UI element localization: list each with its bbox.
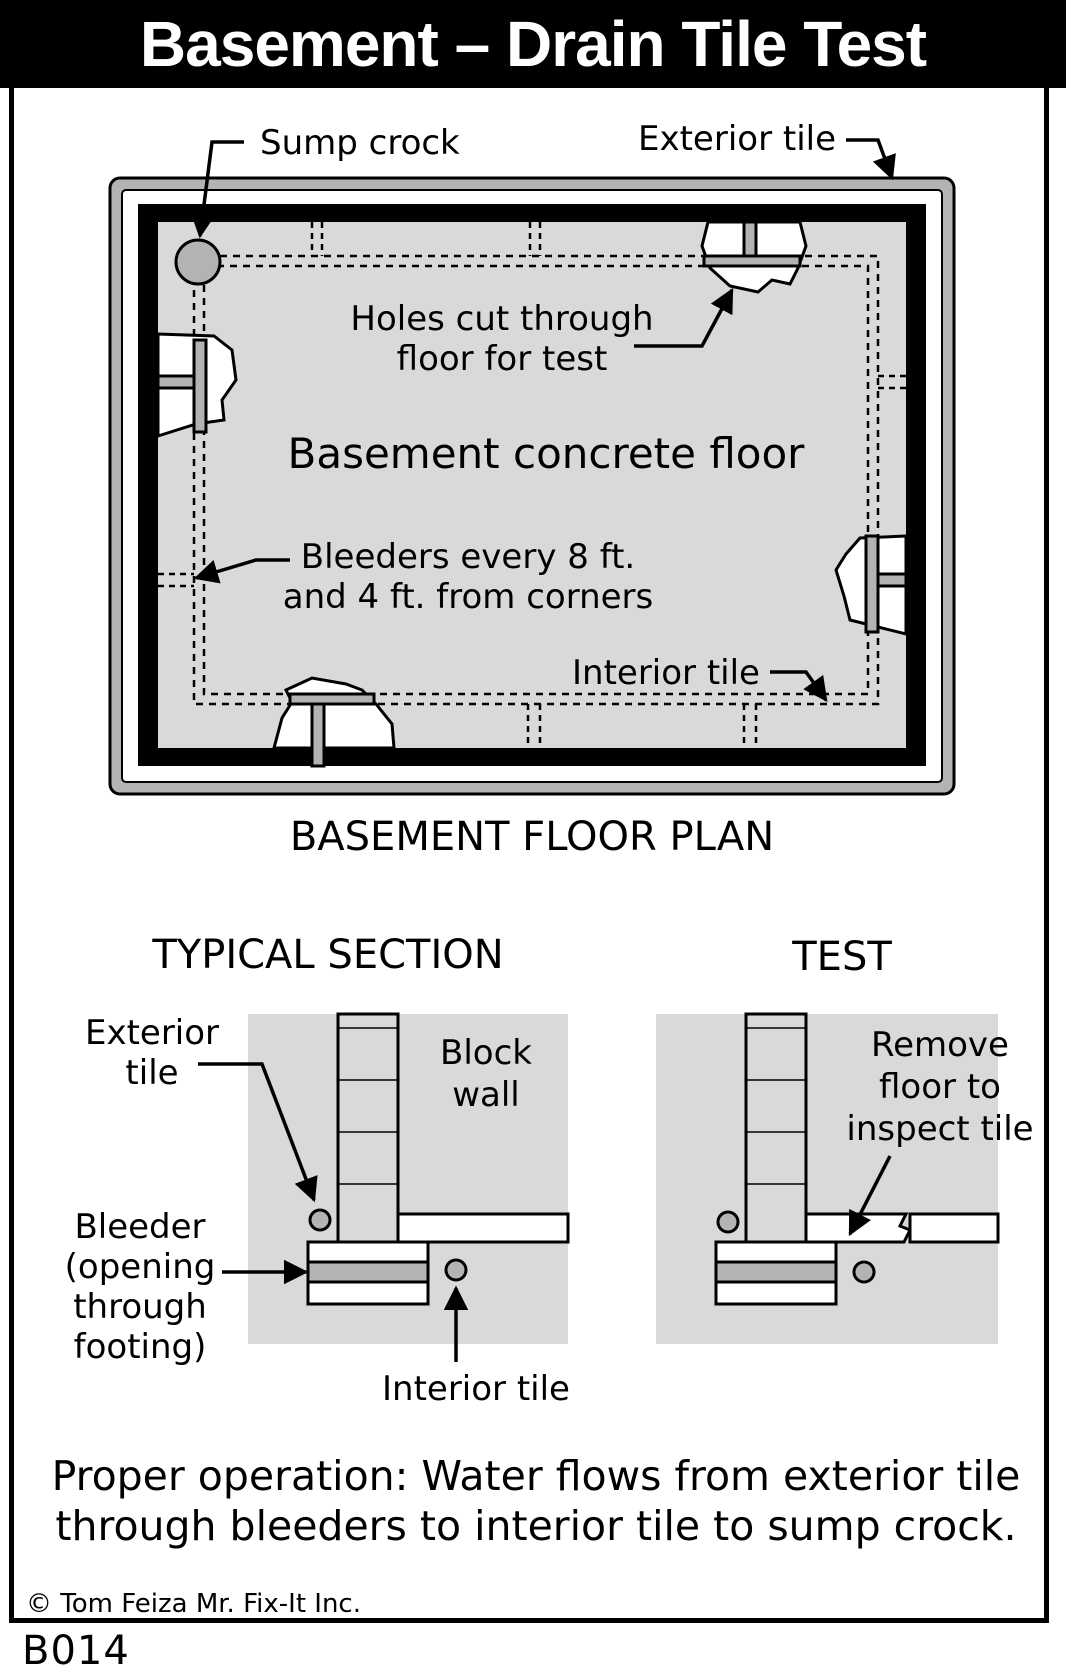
interior-tile-pipe <box>444 1258 468 1282</box>
test-heading: TEST <box>791 934 892 980</box>
label-remove-1: Remove <box>871 1025 1009 1065</box>
label-bleeder-4: footing) <box>74 1327 207 1367</box>
floor-plan: Sump crock Exterior tile Holes cut throu… <box>108 119 956 860</box>
test-section: TEST Remove floor to inspect tile <box>656 934 1034 1344</box>
label-block-2: wall <box>452 1075 520 1115</box>
leader-holes <box>634 287 734 348</box>
page-title: Basement – Drain Tile Test <box>0 0 1066 88</box>
label-holes-1: Holes cut through <box>350 299 653 339</box>
test-exterior-tile <box>716 1210 740 1234</box>
bleeder-opening <box>306 1260 430 1284</box>
block-wall <box>336 1012 400 1244</box>
floor-slab <box>396 1212 570 1244</box>
label-bleeder-1: Bleeder <box>74 1207 205 1247</box>
concrete-floor <box>158 222 906 748</box>
leader-bleeders <box>193 558 290 584</box>
test-block-wall <box>744 1012 808 1244</box>
figure-code: B014 <box>22 1628 130 1674</box>
label-remove-2: floor to <box>879 1067 1001 1107</box>
caption-line-2: through bleeders to interior tile to sum… <box>55 1502 1016 1550</box>
label-sump-crock: Sump crock <box>260 123 460 163</box>
leader-sump-crock <box>190 140 244 239</box>
plan-heading: BASEMENT FLOOR PLAN <box>290 814 774 860</box>
section-heading: TYPICAL SECTION <box>151 932 503 978</box>
exterior-tile-pipe <box>308 1208 332 1232</box>
leader-interior-tile <box>770 670 828 702</box>
test-interior-tile <box>852 1260 876 1284</box>
label-holes-2: floor for test <box>397 339 608 379</box>
label-bleeder-2: (opening <box>65 1247 216 1287</box>
label-section-interior: Interior tile <box>382 1369 570 1409</box>
caption-line-1: Proper operation: Water flows from exter… <box>52 1452 1021 1500</box>
label-exterior-tile: Exterior tile <box>638 119 836 159</box>
label-section-exterior-1: Exterior <box>85 1013 219 1053</box>
label-bleeders-2: and 4 ft. from corners <box>283 577 654 617</box>
sump-crock <box>174 238 222 286</box>
leader-exterior-tile <box>846 138 896 181</box>
label-remove-3: inspect tile <box>846 1109 1033 1149</box>
label-section-exterior-2: tile <box>125 1053 178 1093</box>
label-bleeders-1: Bleeders every 8 ft. <box>301 537 635 577</box>
test-slab <box>908 1212 1000 1244</box>
diagram-frame <box>9 88 1049 1623</box>
test-hole-top <box>700 220 808 294</box>
label-bleeder-3: through <box>73 1287 207 1327</box>
label-floor: Basement concrete floor <box>288 429 806 478</box>
bleeders <box>158 222 906 748</box>
test-hole-bottom <box>272 676 396 768</box>
test-hole-left <box>156 332 238 439</box>
leader-section-exterior <box>198 1062 318 1203</box>
leader-test-remove <box>848 1155 892 1237</box>
typical-section: TYPICAL SECTION Exterior tile Block wall… <box>65 932 570 1409</box>
copyright: © Tom Feiza Mr. Fix-It Inc. <box>26 1589 361 1619</box>
interior-tile-loop <box>192 254 880 706</box>
label-interior-tile: Interior tile <box>572 653 760 693</box>
test-hole-right <box>834 534 908 636</box>
label-block-1: Block <box>440 1033 532 1073</box>
